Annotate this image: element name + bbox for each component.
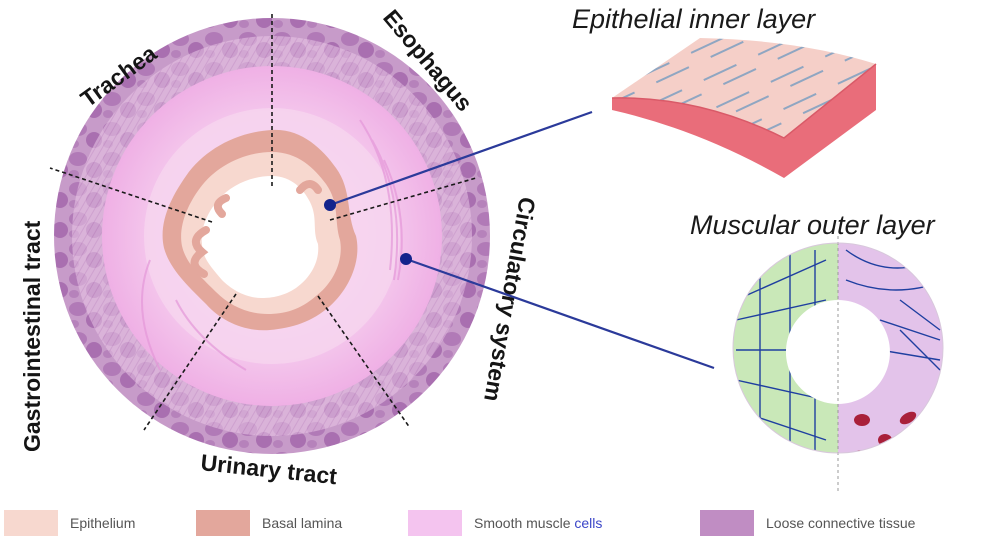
ring-purple-fibers xyxy=(845,249,944,371)
label-urinary-tract: Urinary tract xyxy=(199,449,338,489)
divider-trachea-gi xyxy=(49,167,213,223)
ring-left-green xyxy=(733,243,838,454)
legend-swatch-smooth-muscle xyxy=(408,510,462,536)
legend-label-smooth-muscle: Smooth muscle cells xyxy=(474,515,603,531)
legend-label-epithelium: Epithelium xyxy=(70,515,136,531)
legend-item-loose-connective-tissue: Loose connective tissue xyxy=(700,510,915,536)
legend-label-basal-lamina: Basal lamina xyxy=(262,515,343,531)
epithelial-layer-title: Epithelial inner layer xyxy=(572,4,816,34)
sheet-edge xyxy=(611,63,877,139)
pointer-dot-epithelial xyxy=(324,199,336,211)
legend-item-smooth-muscle: Smooth muscle cells xyxy=(408,510,602,536)
connector-epithelial xyxy=(329,110,593,207)
divider-esophagus-circulatory xyxy=(329,177,477,221)
legend-label-loose-connective-tissue: Loose connective tissue xyxy=(766,515,916,531)
connector-muscular xyxy=(405,257,715,370)
legend: Epithelium Basal lamina Smooth muscle ce… xyxy=(0,502,1000,542)
villi-folds xyxy=(190,180,322,278)
epithelial-sheet xyxy=(611,38,877,178)
legend-item-epithelium: Epithelium xyxy=(4,510,135,536)
ring-outline xyxy=(732,242,944,454)
sector-dividers xyxy=(49,12,477,431)
legend-swatch-basal-lamina xyxy=(196,510,250,536)
connectors xyxy=(324,110,715,370)
legend-item-basal-lamina: Basal lamina xyxy=(196,510,342,536)
divider-urinary-circulatory xyxy=(317,295,411,429)
ring-right-purple xyxy=(838,243,944,454)
legend-swatch-epithelium xyxy=(4,510,58,536)
sheet-top xyxy=(612,38,876,138)
muscle-fiber-lines xyxy=(141,119,403,371)
pointer-dot-muscular xyxy=(400,253,412,265)
legend-label-smooth-muscle-suffix: cells xyxy=(574,515,603,531)
label-gastrointestinal-tract: Gastrointestinal tract xyxy=(19,220,45,452)
divider-gi-urinary xyxy=(143,293,237,431)
muscular-layer-title: Muscular outer layer xyxy=(690,210,935,240)
organ-cross-section xyxy=(54,18,490,454)
legend-swatch-loose-connective-tissue xyxy=(700,510,754,536)
lumen xyxy=(201,176,319,298)
